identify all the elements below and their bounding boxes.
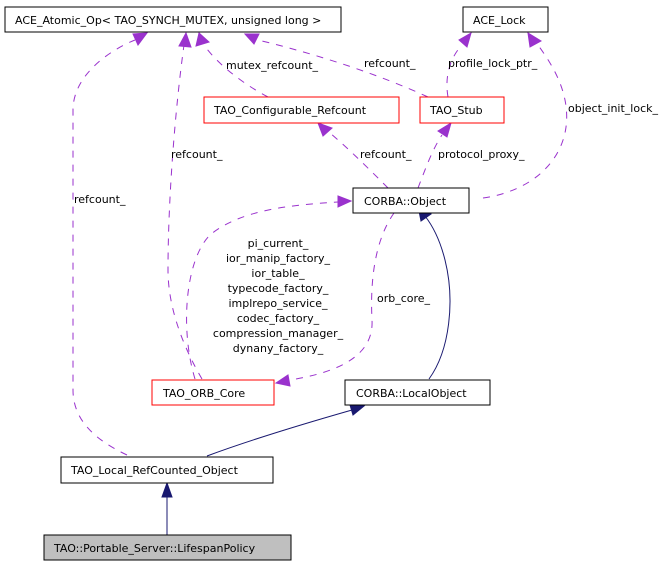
node-ace-lock[interactable]: ACE_Lock xyxy=(462,6,549,33)
edge-label-dynany-factory: dynany_factory_ xyxy=(233,342,324,355)
edge-line xyxy=(446,44,463,98)
edge-label-mutex-refcount: mutex_refcount_ xyxy=(226,59,319,72)
edge-line xyxy=(424,215,451,380)
edge-corba-object-to-configurable-refcount: refcount_ xyxy=(317,122,412,189)
edge-line xyxy=(289,212,395,381)
node-label: TAO_Configurable_Refcount xyxy=(213,104,367,117)
edge-label-compression-manager: compression_manager_ xyxy=(213,327,344,340)
edge-line xyxy=(167,44,203,380)
node-label: ACE_Atomic_Op< TAO_SYNCH_MUTEX, unsigned… xyxy=(15,14,321,27)
inheritance-arrowhead-icon xyxy=(161,481,173,498)
edge-label-implrepo-service: implrepo_service_ xyxy=(229,297,328,310)
node-label: TAO_ORB_Core xyxy=(162,387,245,400)
node-label: CORBA::LocalObject xyxy=(356,387,467,400)
arrowhead-icon xyxy=(437,121,452,138)
edge-label-typecode-factory: typecode_factory_ xyxy=(228,282,329,295)
node-label: TAO::Portable_Server::LifespanPolicy xyxy=(53,542,256,555)
node-corba-object[interactable]: CORBA::Object xyxy=(352,187,470,214)
arrowhead-icon xyxy=(132,32,149,46)
edge-line xyxy=(482,44,568,199)
edge-line xyxy=(186,201,339,380)
edge-label-profile-lock-ptr: profile_lock_ptr_ xyxy=(448,57,538,70)
edge-label-codec-factory: codec_factory_ xyxy=(237,312,320,325)
node-tao-orb-core[interactable]: TAO_ORB_Core xyxy=(151,379,275,406)
edge-label-protocol-proxy: protocol_proxy_ xyxy=(438,148,525,161)
inheritance-arrowhead-icon xyxy=(349,404,366,416)
edge-corba-object-to-ace-lock: object_init_lock_ xyxy=(482,32,658,199)
arrowhead-icon xyxy=(458,31,472,48)
edge-line xyxy=(417,134,443,189)
node-tao-stub[interactable]: TAO_Stub xyxy=(419,96,505,124)
edge-line xyxy=(203,44,269,98)
edge-label-object-refcount: refcount_ xyxy=(360,148,412,161)
node-tao-local-refcounted-object[interactable]: TAO_Local_RefCounted_Object xyxy=(60,456,274,484)
node-label: TAO_Local_RefCounted_Object xyxy=(70,464,239,477)
edge-label-orb-core-refcount: refcount_ xyxy=(171,148,223,161)
node-label: TAO_Stub xyxy=(429,104,483,117)
arrowhead-icon xyxy=(337,195,353,208)
edge-label-ior-table: ior_table_ xyxy=(251,267,305,280)
arrowhead-icon xyxy=(195,32,210,47)
edge-line xyxy=(206,409,353,457)
node-label: CORBA::Object xyxy=(364,195,447,208)
edge-orb-core-to-corba-object: pi_current_ ior_manip_factory_ ior_table… xyxy=(186,195,353,380)
edge-label-object-init-lock: object_init_lock_ xyxy=(568,102,658,115)
edge-label-local-refcount: refcount_ xyxy=(74,193,126,206)
node-ace-atomic-op[interactable]: ACE_Atomic_Op< TAO_SYNCH_MUTEX, unsigned… xyxy=(4,6,342,33)
arrowhead-icon xyxy=(178,31,192,48)
edge-label-orb-core-members: pi_current_ ior_manip_factory_ ior_table… xyxy=(213,237,344,355)
arrowhead-icon xyxy=(527,32,542,48)
edge-local-refcounted-to-atomic-op: refcount_ xyxy=(72,32,149,456)
edge-stub-to-ace-lock: profile_lock_ptr_ xyxy=(446,31,538,98)
edge-line xyxy=(329,132,389,189)
edge-label-ior-manip-factory: ior_manip_factory_ xyxy=(226,252,331,265)
arrowhead-icon xyxy=(317,122,333,137)
edge-configurable-refcount-to-atomic-op: mutex_refcount_ xyxy=(195,32,319,98)
edge-label-orb-core: orb_core_ xyxy=(377,292,431,305)
node-tao-configurable-refcount[interactable]: TAO_Configurable_Refcount xyxy=(203,96,400,124)
arrowhead-icon xyxy=(243,33,260,45)
arrowhead-icon xyxy=(274,374,291,387)
edge-corba-object-to-stub: protocol_proxy_ xyxy=(417,121,525,189)
edge-stub-to-atomic-op: refcount_ xyxy=(243,33,429,98)
edge-label-pi-current: pi_current_ xyxy=(248,237,309,250)
node-corba-localobject[interactable]: CORBA::LocalObject xyxy=(344,379,491,406)
edge-local-refcounted-inherits-localobject xyxy=(206,404,366,457)
edge-label-stub-refcount: refcount_ xyxy=(364,57,416,70)
edge-corba-object-to-orb-core: orb_core_ xyxy=(274,212,431,387)
node-label: ACE_Lock xyxy=(473,14,526,27)
edge-orb-core-to-atomic-op: refcount_ xyxy=(167,31,223,380)
edge-lifespan-inherits-local-refcounted xyxy=(161,481,173,535)
edge-line xyxy=(72,39,136,456)
node-lifespan-policy[interactable]: TAO::Portable_Server::LifespanPolicy xyxy=(43,534,292,561)
edge-line xyxy=(257,39,429,98)
